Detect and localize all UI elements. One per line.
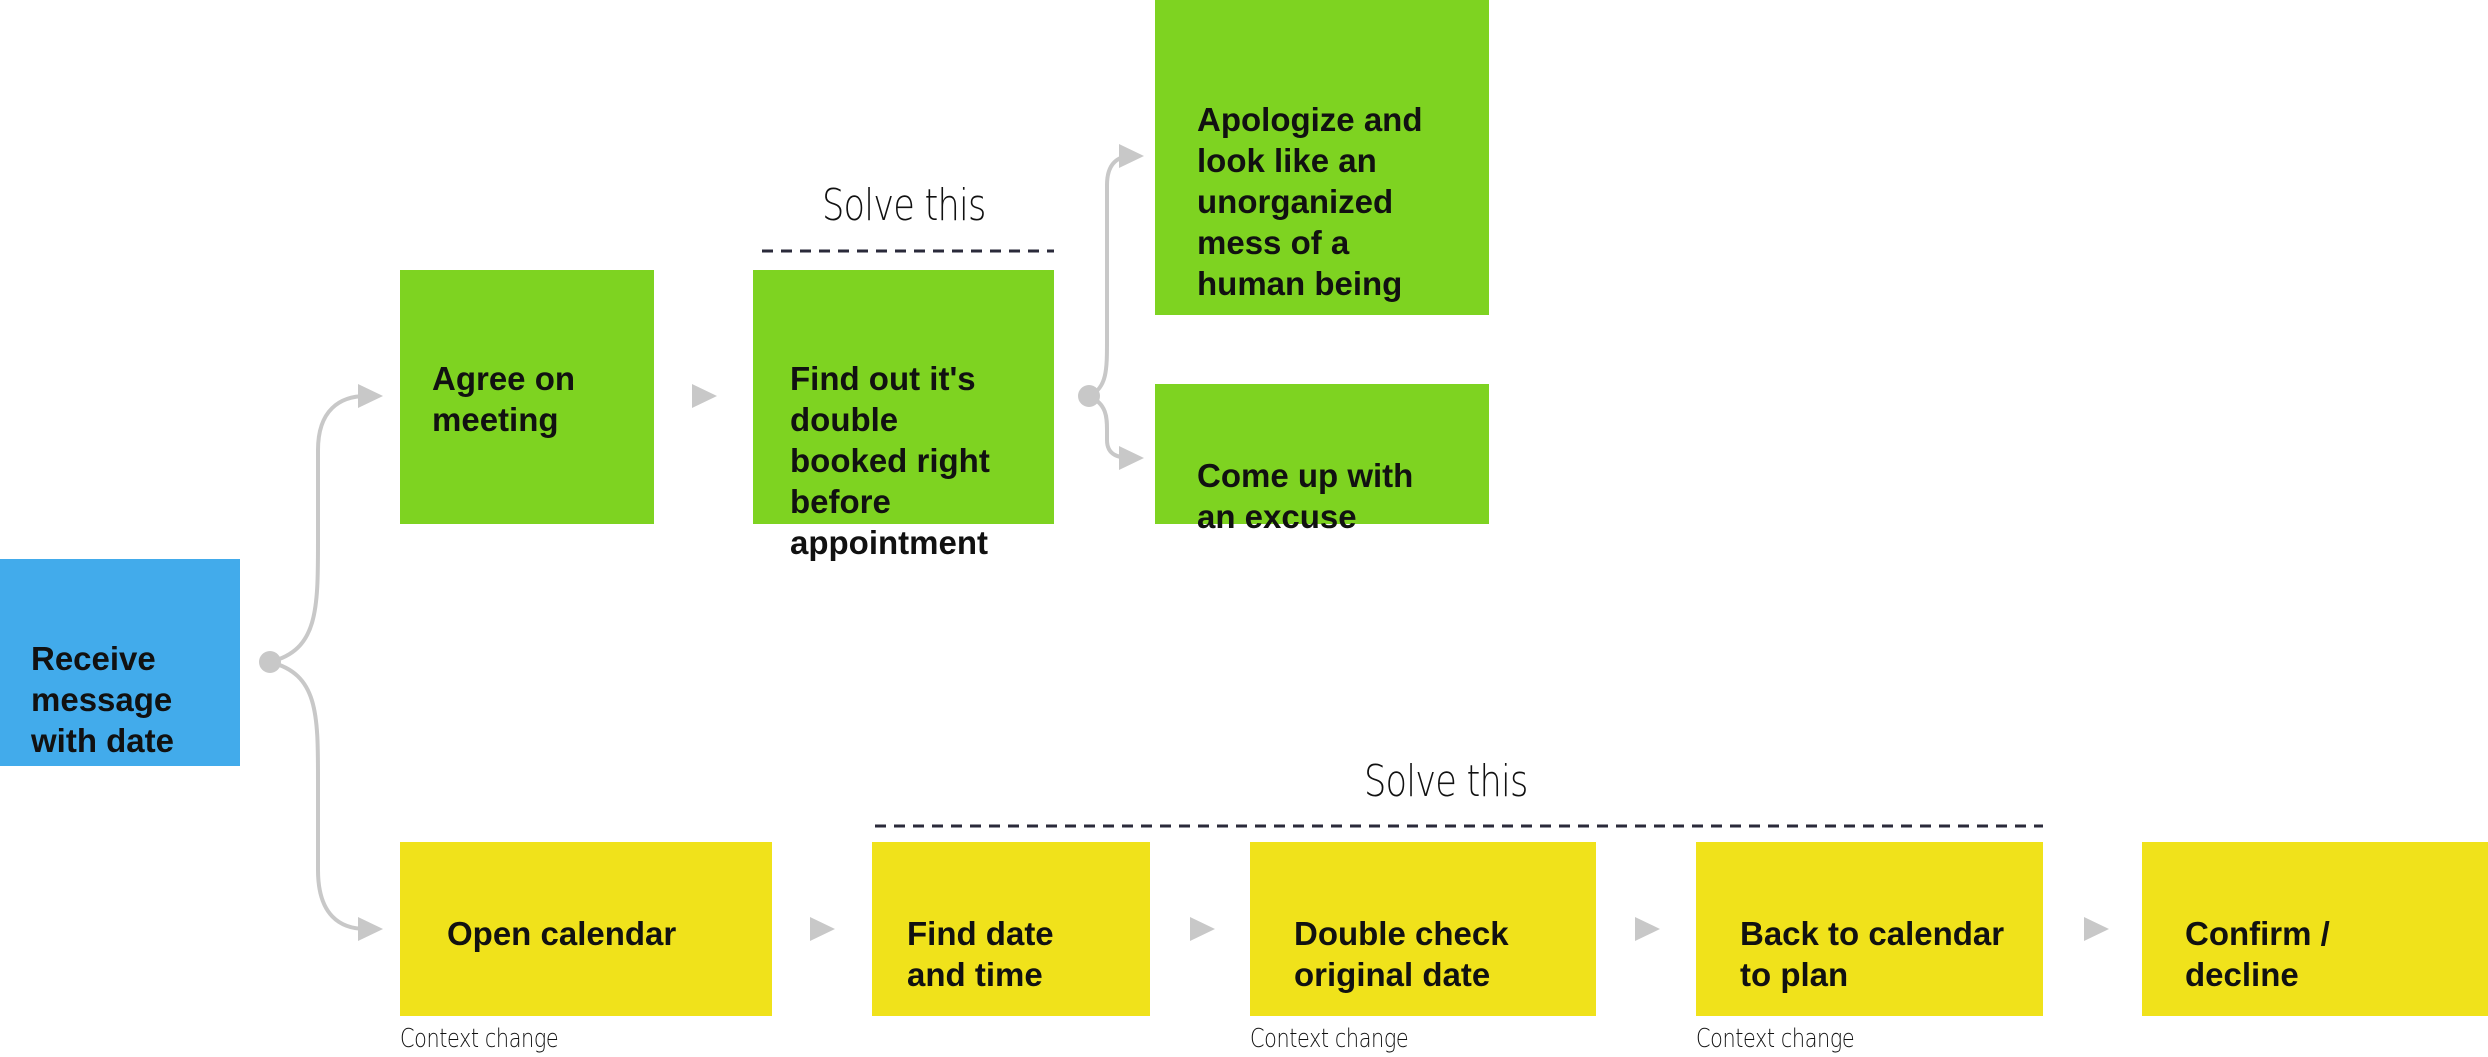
arrow-to-open-calendar <box>358 917 383 941</box>
branch-dot-double-booked <box>1078 385 1100 407</box>
branch-dot-start <box>259 651 281 673</box>
step-agree-label: Agree on meeting <box>432 360 576 438</box>
step-confirm-decline: Confirm / decline <box>2142 842 2488 1016</box>
arrow-to-excuse <box>1119 446 1144 470</box>
branch-connector-lower <box>269 660 367 931</box>
step-apologize-label: Apologize and look like an unorganized m… <box>1197 101 1423 302</box>
step-find-date: Find date and time <box>872 842 1150 1016</box>
context-change-note-2: Context change <box>1250 1024 1409 1054</box>
step-agree-on-meeting: Agree on meeting <box>400 270 654 524</box>
branch-connector-apologize <box>1088 154 1133 398</box>
step-double-booked-label: Find out it's double booked right before… <box>790 360 990 561</box>
step-double-check: Double check original date <box>1250 842 1596 1016</box>
branch-connector-upper <box>269 394 367 664</box>
step-apologize: Apologize and look like an unorganized m… <box>1155 0 1489 315</box>
arrow-find-date-to-double-check <box>1190 917 1215 941</box>
step-back-to-calendar-label: Back to calendar to plan <box>1740 915 2005 993</box>
start-node-label: Receive message with date <box>31 640 175 759</box>
step-double-booked: Find out it's double booked right before… <box>753 270 1054 561</box>
arrow-to-apologize <box>1119 144 1144 168</box>
arrow-back-to-confirm <box>2084 917 2109 941</box>
context-change-note-3: Context change <box>1696 1024 1855 1054</box>
step-excuse: Come up with an excuse <box>1155 384 1489 535</box>
solve-this-label-upper: Solve this <box>822 180 986 231</box>
step-excuse-label: Come up with an excuse <box>1197 457 1414 535</box>
step-open-calendar-label: Open calendar <box>447 915 677 952</box>
solve-this-label-lower: Solve this <box>1364 756 1528 807</box>
arrow-agree-to-double-booked <box>692 384 717 408</box>
arrow-to-agree <box>358 384 383 408</box>
step-find-date-label: Find date and time <box>907 915 1054 993</box>
arrow-double-check-to-back <box>1635 917 1660 941</box>
step-back-to-calendar: Back to calendar to plan <box>1696 842 2043 1016</box>
branch-connector-excuse <box>1088 394 1133 460</box>
step-double-check-label: Double check original date <box>1294 915 1509 993</box>
step-open-calendar: Open calendar <box>400 842 772 1016</box>
step-confirm-decline-label: Confirm / decline <box>2185 915 2330 993</box>
start-node: Receive message with date <box>0 559 240 766</box>
context-change-note-1: Context change <box>400 1024 559 1054</box>
arrow-open-calendar-to-find-date <box>810 917 835 941</box>
